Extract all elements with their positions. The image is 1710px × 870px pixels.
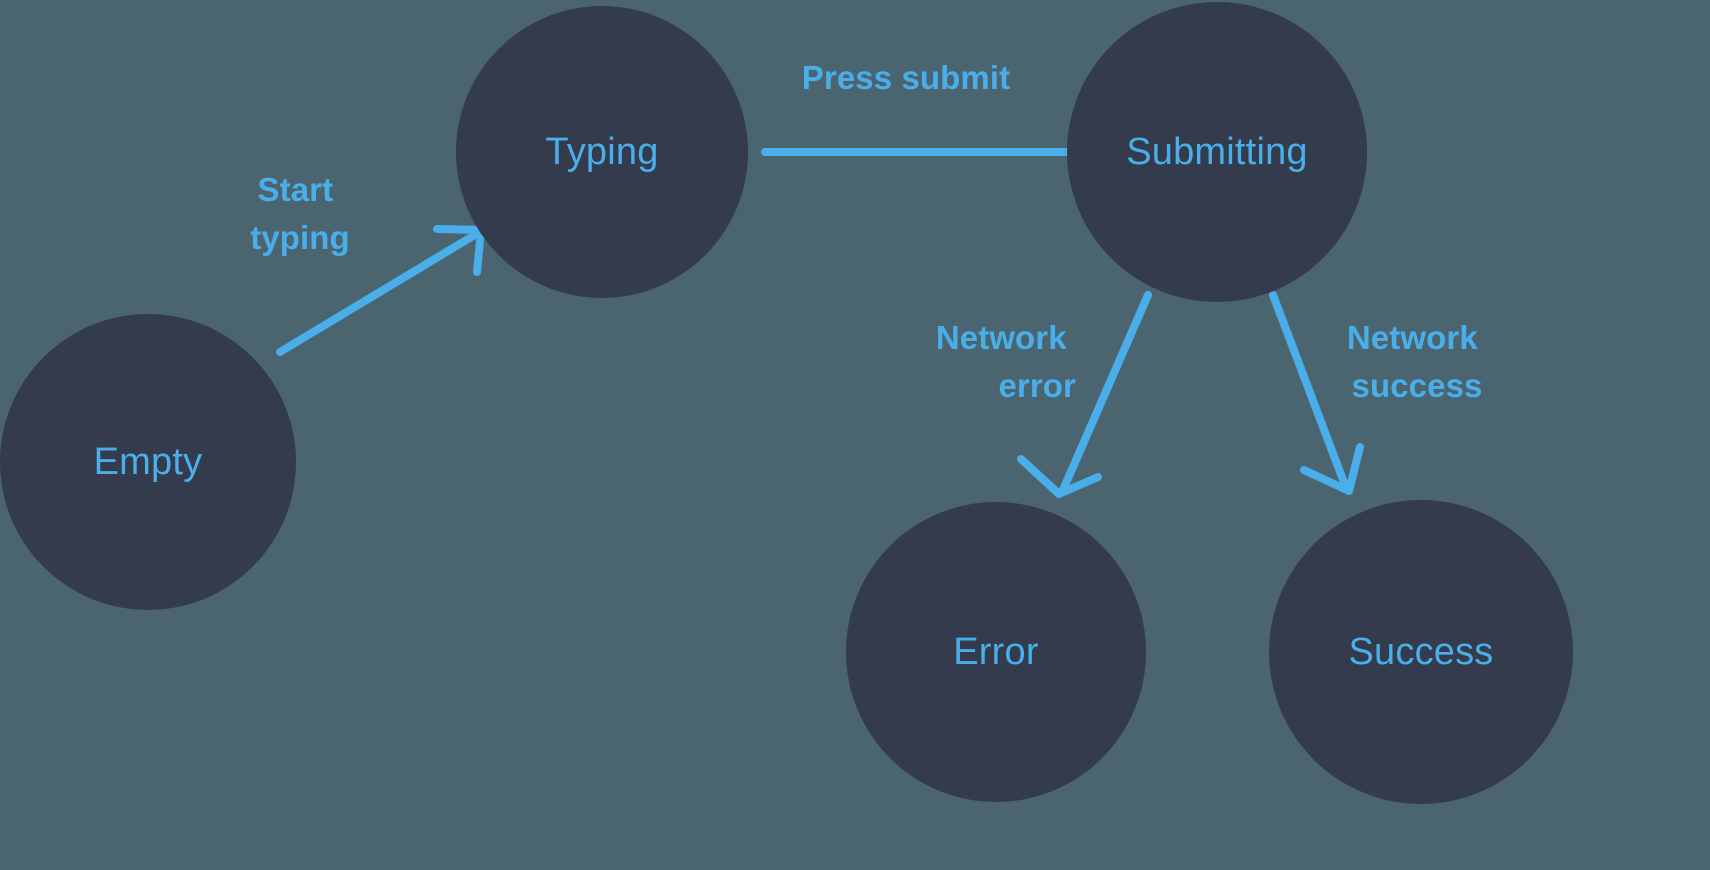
edge-submitting-to-error: Network error (936, 291, 1152, 498)
edge-label-line: Network (936, 319, 1067, 356)
state-node-submitting[interactable]: Submitting (1067, 2, 1367, 302)
edge-line (1269, 291, 1349, 489)
arrowhead-icon (1017, 455, 1102, 498)
edge-submitting-to-success: Network success (1269, 291, 1487, 495)
edge-label-press-submit: Press submit (802, 59, 1010, 96)
arrowhead-icon (1300, 443, 1364, 495)
edge-label-line: error (998, 367, 1076, 404)
edge-line (276, 229, 482, 356)
edge-label-network-success: Network success (1347, 319, 1487, 404)
edge-label-network-error: Network error (936, 319, 1076, 404)
state-node-circle[interactable] (1067, 2, 1367, 302)
state-node-circle[interactable] (846, 502, 1146, 802)
state-node-label: Empty (94, 441, 203, 483)
state-node-error[interactable]: Error (846, 502, 1146, 802)
edge-typing-to-submitting: Press submit (761, 59, 1145, 189)
edge-label-line: Press submit (802, 59, 1010, 96)
edge-label-line: typing (250, 219, 350, 256)
state-node-circle[interactable] (456, 6, 748, 298)
state-node-typing[interactable]: Typing (456, 6, 748, 298)
edge-label-line: Network (1347, 319, 1478, 356)
edge-empty-to-typing: Start typing (250, 171, 485, 356)
state-node-label: Submitting (1126, 131, 1308, 173)
state-node-circle[interactable] (1269, 500, 1573, 804)
edge-label-line: Start (258, 171, 334, 208)
edge-label-start-typing: Start typing (250, 171, 350, 256)
state-node-circle[interactable] (0, 314, 296, 610)
state-node-label: Typing (545, 131, 658, 173)
edge-line (1059, 291, 1152, 494)
state-node-label: Success (1348, 631, 1493, 673)
edge-label-line: success (1352, 367, 1483, 404)
state-node-empty[interactable]: Empty (0, 314, 296, 610)
state-node-label: Error (953, 631, 1039, 673)
state-node-success[interactable]: Success (1269, 500, 1573, 804)
